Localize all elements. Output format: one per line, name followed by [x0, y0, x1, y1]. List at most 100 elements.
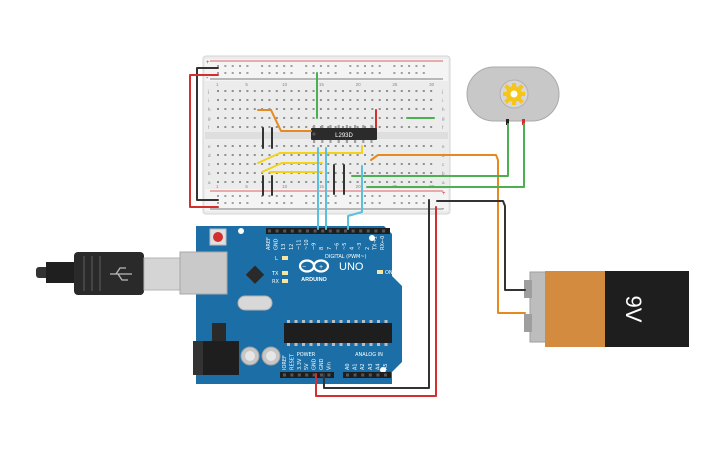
breadboard-hole[interactable]: [371, 163, 374, 165]
breadboard-hole[interactable]: [312, 99, 315, 101]
breadboard-hole[interactable]: [319, 72, 322, 74]
breadboard-hole[interactable]: [371, 172, 374, 174]
breadboard-hole[interactable]: [253, 145, 256, 147]
breadboard-hole[interactable]: [246, 108, 249, 110]
breadboard-hole[interactable]: [422, 72, 425, 74]
breadboard-hole[interactable]: [364, 145, 366, 147]
breadboard-hole[interactable]: [400, 172, 403, 174]
breadboard-hole[interactable]: [349, 145, 352, 147]
breadboard-hole[interactable]: [386, 108, 389, 110]
header-pin[interactable]: [346, 373, 349, 377]
breadboard-hole[interactable]: [356, 154, 359, 156]
battery-9v[interactable]: 9V: [524, 271, 689, 347]
breadboard-hole[interactable]: [393, 181, 396, 183]
breadboard-hole[interactable]: [415, 163, 418, 165]
breadboard-hole[interactable]: [400, 126, 403, 128]
breadboard-hole[interactable]: [297, 99, 300, 101]
breadboard-hole[interactable]: [371, 195, 374, 197]
breadboard-hole[interactable]: [327, 195, 330, 197]
breadboard-hole[interactable]: [231, 117, 234, 119]
breadboard-hole[interactable]: [231, 126, 234, 128]
breadboard-hole[interactable]: [217, 99, 219, 101]
breadboard-hole[interactable]: [364, 126, 366, 128]
breadboard-hole[interactable]: [275, 181, 278, 183]
wire-green-motor-2[interactable]: [366, 123, 525, 188]
breadboard-hole[interactable]: [356, 163, 359, 165]
breadboard-hole[interactable]: [246, 163, 249, 165]
breadboard-hole[interactable]: [415, 65, 418, 67]
breadboard-hole[interactable]: [400, 195, 403, 197]
breadboard-hole[interactable]: [378, 202, 381, 204]
breadboard-hole[interactable]: [231, 163, 234, 165]
breadboard-hole[interactable]: [356, 202, 359, 204]
breadboard-hole[interactable]: [283, 202, 286, 204]
breadboard-hole[interactable]: [393, 195, 396, 197]
breadboard-hole[interactable]: [349, 195, 352, 197]
breadboard-hole[interactable]: [290, 145, 293, 147]
header-pin[interactable]: [376, 373, 380, 377]
breadboard-hole[interactable]: [393, 202, 396, 204]
breadboard-hole[interactable]: [290, 202, 293, 204]
breadboard-hole[interactable]: [415, 126, 418, 128]
breadboard-hole[interactable]: [364, 172, 366, 174]
breadboard-hole[interactable]: [253, 108, 256, 110]
breadboard-hole[interactable]: [334, 195, 337, 197]
breadboard-hole[interactable]: [231, 90, 234, 92]
breadboard-hole[interactable]: [386, 181, 389, 183]
breadboard-hole[interactable]: [341, 90, 344, 92]
breadboard-hole[interactable]: [268, 202, 271, 204]
breadboard-hole[interactable]: [253, 99, 256, 101]
wire-red-left-rail[interactable]: [189, 74, 219, 208]
breadboard-hole[interactable]: [217, 154, 219, 156]
breadboard-hole[interactable]: [224, 117, 227, 119]
breadboard-hole[interactable]: [415, 202, 418, 204]
breadboard-hole[interactable]: [224, 145, 227, 147]
breadboard-hole[interactable]: [312, 65, 315, 67]
breadboard-hole[interactable]: [393, 65, 396, 67]
breadboard-hole[interactable]: [224, 202, 227, 204]
breadboard-hole[interactable]: [239, 117, 242, 119]
breadboard-hole[interactable]: [319, 108, 322, 110]
breadboard-hole[interactable]: [268, 65, 271, 67]
breadboard-hole[interactable]: [261, 195, 264, 197]
breadboard-hole[interactable]: [408, 90, 411, 92]
breadboard-hole[interactable]: [327, 202, 330, 204]
breadboard-hole[interactable]: [239, 181, 242, 183]
breadboard-hole[interactable]: [378, 72, 381, 74]
breadboard-hole[interactable]: [224, 99, 227, 101]
breadboard-hole[interactable]: [386, 172, 389, 174]
breadboard-hole[interactable]: [305, 108, 308, 110]
breadboard-hole[interactable]: [297, 90, 300, 92]
breadboard-hole[interactable]: [239, 195, 242, 197]
header-pin[interactable]: [351, 229, 355, 233]
breadboard-hole[interactable]: [319, 90, 322, 92]
breadboard-hole[interactable]: [217, 65, 219, 67]
breadboard-hole[interactable]: [290, 181, 293, 183]
breadboard-hole[interactable]: [283, 90, 286, 92]
breadboard-hole[interactable]: [430, 99, 433, 101]
breadboard-hole[interactable]: [253, 163, 256, 165]
breadboard-hole[interactable]: [253, 181, 256, 183]
breadboard-hole[interactable]: [268, 117, 271, 119]
breadboard-hole[interactable]: [371, 154, 374, 156]
header-pin[interactable]: [320, 373, 323, 377]
breadboard-hole[interactable]: [268, 181, 271, 183]
breadboard-hole[interactable]: [378, 117, 381, 119]
breadboard-hole[interactable]: [283, 99, 286, 101]
wire-black-gnd[interactable]: [323, 199, 430, 389]
breadboard-hole[interactable]: [275, 145, 278, 147]
breadboard-hole[interactable]: [319, 181, 322, 183]
breadboard-hole[interactable]: [356, 72, 359, 74]
breadboard-hole[interactable]: [268, 72, 271, 74]
breadboard-hole[interactable]: [408, 202, 411, 204]
breadboard-hole[interactable]: [334, 202, 337, 204]
breadboard-hole[interactable]: [231, 108, 234, 110]
breadboard-hole[interactable]: [386, 145, 389, 147]
breadboard-hole[interactable]: [224, 181, 227, 183]
breadboard-hole[interactable]: [290, 72, 293, 74]
breadboard-hole[interactable]: [246, 145, 249, 147]
breadboard-hole[interactable]: [378, 181, 381, 183]
breadboard-hole[interactable]: [430, 108, 433, 110]
breadboard-hole[interactable]: [415, 181, 418, 183]
